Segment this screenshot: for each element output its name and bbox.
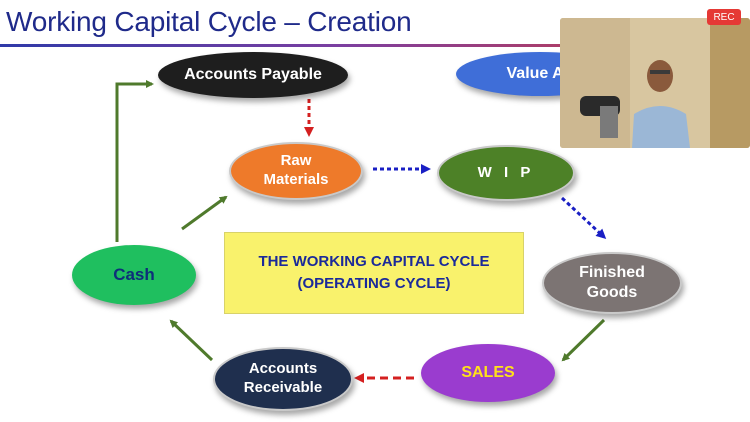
arrow-receivable-to-cash [169,319,214,362]
slide-title: Working Capital Cycle – Creation [6,6,412,37]
presenter-video-image [560,18,750,148]
node-accounts-receivable: Accounts Receivable [213,347,353,411]
recording-badge: REC [707,9,741,25]
presenter-video-feed[interactable] [560,18,750,148]
node-raw-materials: Raw Materials [229,142,363,200]
cycle-caption-box: THE WORKING CAPITAL CYCLE (OPERATING CYC… [224,232,524,314]
arrow-finished-to-sales [561,318,606,362]
cycle-caption-line2: (OPERATING CYCLE) [297,275,451,292]
cycle-caption-line1: THE WORKING CAPITAL CYCLE [258,252,490,270]
node-cash: Cash [72,245,196,305]
title-underline [0,44,750,47]
arrow-cash-to-raw [181,195,228,231]
arrow-wip-to-finished [560,196,607,240]
node-accounts-payable: Accounts Payable [158,52,348,98]
node-finished-goods: Finished Goods [542,252,682,314]
node-sales: SALES [421,344,555,402]
node-wip: W I P [437,145,575,201]
arrow-cash-to-payable [115,80,154,242]
